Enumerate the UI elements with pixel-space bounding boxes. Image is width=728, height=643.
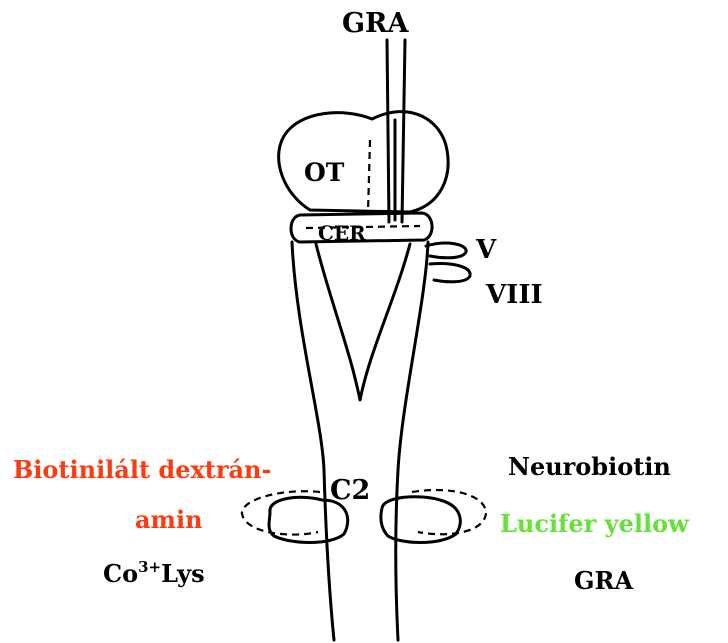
brainstem-outline	[292, 242, 428, 640]
nerve-v	[426, 243, 466, 258]
label-gra-top: GRA	[342, 8, 409, 39]
nerve-viii	[430, 264, 470, 282]
gra-tube	[387, 40, 405, 222]
ot-midline-dash	[368, 140, 370, 213]
label-ot: OT	[304, 158, 345, 187]
label-gra-bottom: GRA	[574, 566, 633, 595]
fourth-ventricle	[316, 244, 410, 400]
label-cer: CER	[318, 221, 366, 245]
label-neurobiotin: Neurobiotin	[508, 452, 671, 481]
label-biotin-line2: amin	[135, 505, 203, 534]
co-base: Co	[103, 559, 138, 588]
label-biotin-line1: Biotinilált dextrán-	[13, 455, 271, 484]
label-c2: C2	[330, 475, 370, 506]
label-co-lys: Co3+Lys	[103, 558, 205, 588]
label-v: V	[475, 235, 497, 265]
label-lucifer-yellow: Lucifer yellow	[500, 509, 690, 538]
co-lys: Lys	[161, 559, 204, 588]
co-superscript: 3+	[138, 558, 161, 576]
label-viii: VIII	[485, 280, 543, 310]
